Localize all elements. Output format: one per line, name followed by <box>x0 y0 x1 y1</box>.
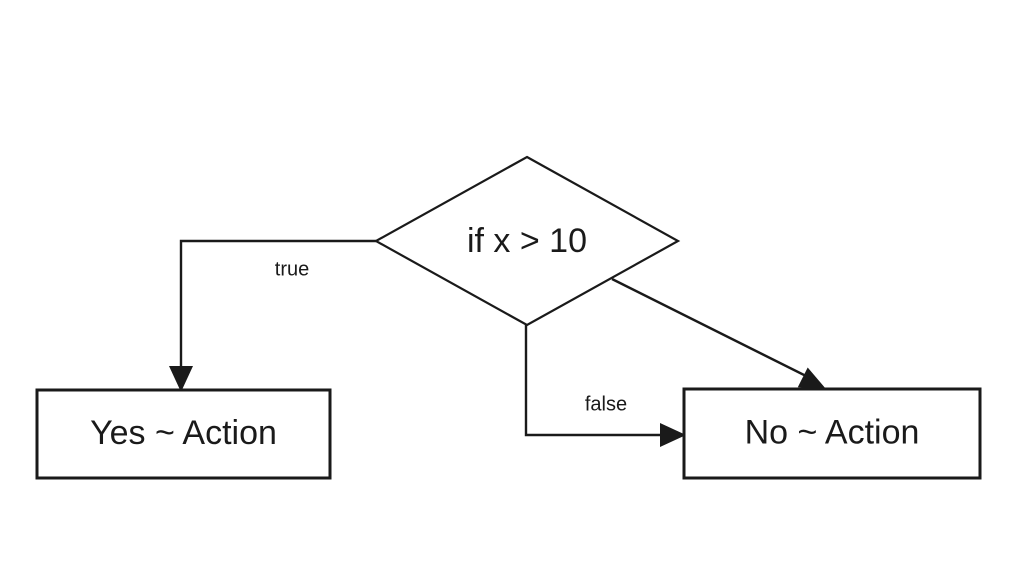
edge-diagonal-line <box>611 277 819 384</box>
edge-true: true <box>169 239 376 392</box>
no-action-box-shape[interactable] <box>682 387 982 480</box>
yes-action-box-shape[interactable] <box>35 388 332 480</box>
edge-true-label: true <box>275 258 309 280</box>
node-yes-action[interactable]: Yes ~ Action <box>35 388 332 480</box>
decision-label: if x > 10 <box>467 222 587 260</box>
no-action-label: No ~ Action <box>745 413 920 451</box>
decision-diamond-shape[interactable] <box>373 155 681 327</box>
node-no-action[interactable]: No ~ Action <box>682 387 982 480</box>
edge-false-arrowhead <box>660 423 686 447</box>
edge-false-line <box>524 325 670 437</box>
edge-false: false <box>524 325 686 447</box>
edge-diagonal <box>611 277 826 389</box>
edge-diagonal-arrowhead <box>797 367 826 389</box>
edge-true-line <box>179 239 376 376</box>
node-decision[interactable]: if x > 10 <box>373 155 681 327</box>
edge-false-label: false <box>585 393 627 415</box>
edge-true-arrowhead <box>169 366 193 392</box>
yes-action-label: Yes ~ Action <box>90 414 277 452</box>
